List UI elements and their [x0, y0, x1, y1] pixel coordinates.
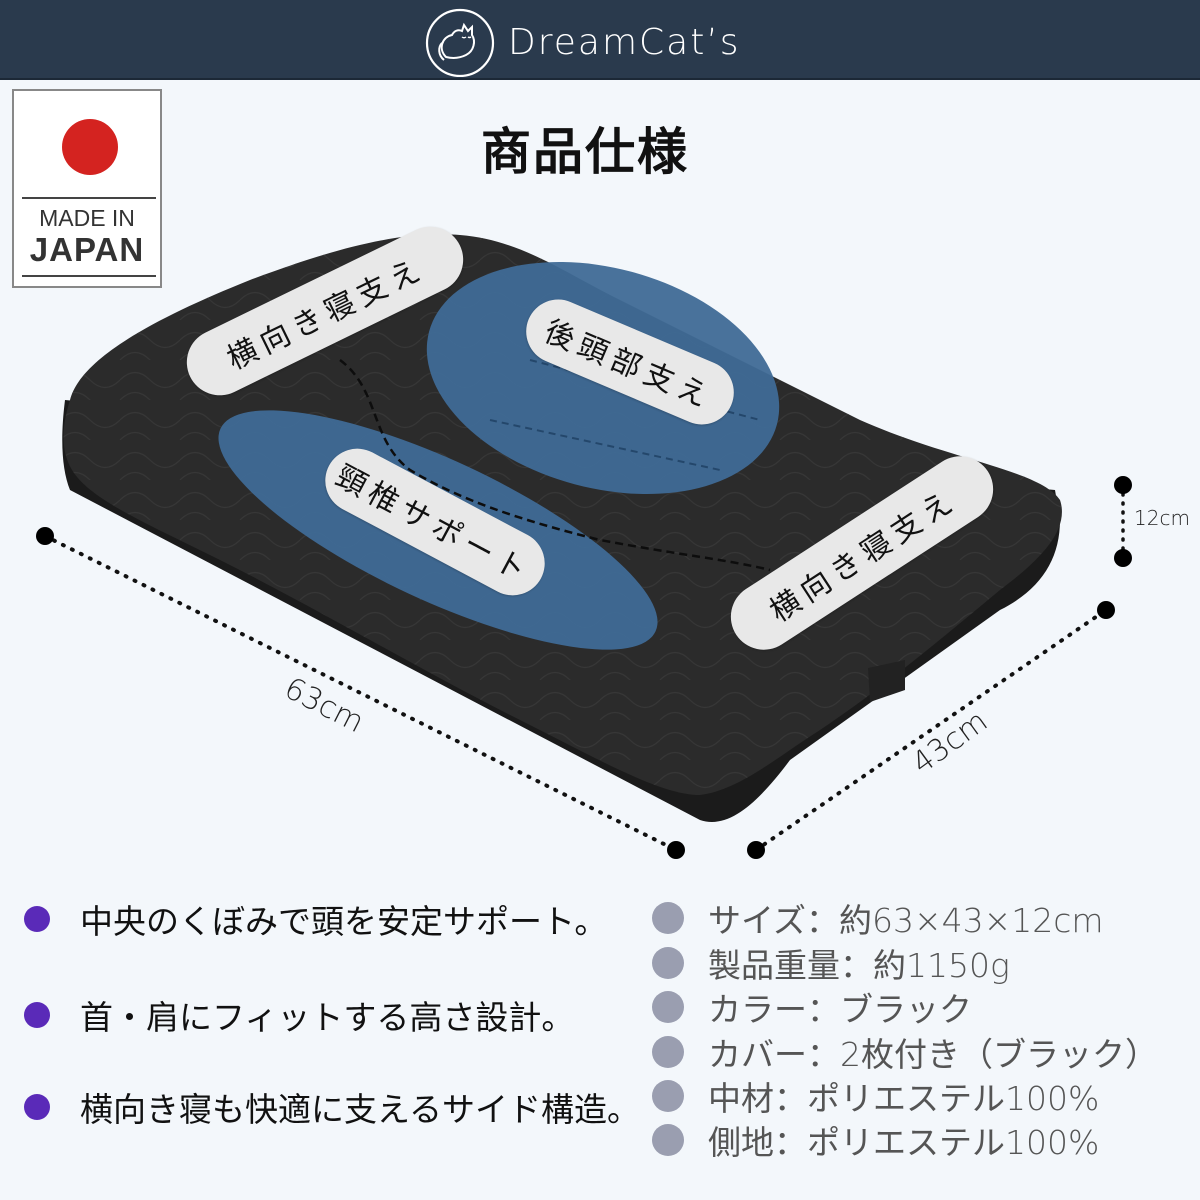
spec-item-color: カラー：ブラック [652, 983, 972, 1031]
feature-item: 横向き寝も快適に支えるサイド構造。 [24, 1083, 640, 1131]
bullet-dot-icon [652, 1036, 684, 1068]
page-title: 商品仕様 [481, 122, 689, 181]
brand-header: DreamCat’s [0, 0, 1200, 80]
spec-text: カバー：2枚付き（ブラック） [708, 1035, 1158, 1074]
bullet-dot-icon [24, 1094, 50, 1120]
spec-item-weight: 製品重量：約1150g [652, 939, 1010, 987]
japan-flag-icon [62, 119, 118, 175]
sleeping-cat-circle-icon [425, 8, 495, 77]
feature-item: 首・肩にフィットする高さ設計。 [24, 991, 574, 1039]
spec-text: 側地：ポリエステル100% [708, 1123, 1100, 1162]
bullet-dot-icon [652, 1124, 684, 1156]
spec-text: 製品重量：約1150g [708, 946, 1010, 985]
spec-text: カラー：ブラック [708, 990, 972, 1029]
spec-text: 中材：ポリエステル100% [708, 1079, 1100, 1118]
badge-divider [22, 275, 156, 277]
spec-text: サイズ：約63×43×12cm [708, 901, 1104, 940]
spec-item-cover: カバー：2枚付き（ブラック） [652, 1028, 1158, 1076]
bullet-dot-icon [652, 947, 684, 979]
feature-text: 首・肩にフィットする高さ設計。 [80, 998, 575, 1037]
bullet-dot-icon [652, 991, 684, 1023]
brand-name: DreamCat’s [508, 21, 741, 63]
made-in-japan-badge: MADE IN JAPAN [12, 89, 162, 288]
feature-text: 横向き寝も快適に支えるサイド構造。 [80, 1090, 641, 1129]
feature-item: 中央のくぼみで頭を安定サポート。 [24, 895, 607, 943]
bullet-dot-icon [652, 902, 684, 934]
badge-line-2: JAPAN [29, 231, 145, 268]
dimension-height-label: 12cm [1134, 506, 1190, 530]
feature-text: 中央のくぼみで頭を安定サポート。 [80, 902, 608, 941]
brand: DreamCat’s [424, 6, 741, 77]
spec-item-fabric: 側地：ポリエステル100% [652, 1116, 1099, 1164]
spec-item-filling: 中材：ポリエステル100% [652, 1072, 1099, 1120]
bullet-dot-icon [652, 1080, 684, 1112]
bullet-dot-icon [24, 1002, 50, 1028]
badge-line-1: MADE IN [39, 205, 135, 231]
badge-divider [22, 197, 156, 199]
bullet-dot-icon [24, 906, 50, 932]
spec-item-size: サイズ：約63×43×12cm [652, 894, 1104, 942]
